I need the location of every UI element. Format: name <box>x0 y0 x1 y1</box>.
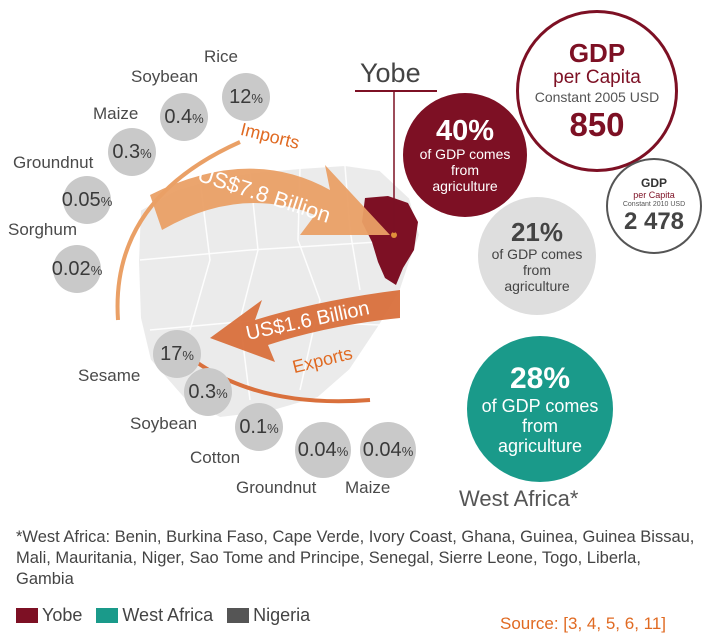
gdp-nigeria-title: GDP <box>640 176 667 190</box>
yobe-share-value: 40% <box>435 115 495 147</box>
export-crop-label: Cotton <box>190 448 241 467</box>
legend-label-west-africa: West Africa <box>122 605 214 625</box>
gdp-yobe-circle: GDP per Capita Constant 2005 USD 850 <box>516 10 678 172</box>
import-crop-circle: 0.02% <box>52 245 102 293</box>
import-crop-label: Sorghum <box>8 220 77 239</box>
footnote: *West Africa: Benin, Burkina Faso, Cape … <box>16 528 695 588</box>
legend-swatch-yobe <box>16 608 38 623</box>
export-crop-label: Soybean <box>130 414 198 433</box>
yobe-share-circle: 40% of GDP comes from agriculture <box>403 93 527 217</box>
west-africa-share-l1: of GDP comes <box>481 396 599 416</box>
yobe-label: Yobe <box>360 58 421 88</box>
import-crop-label: Soybean <box>131 67 199 86</box>
legend-label-yobe: Yobe <box>42 605 83 625</box>
nigeria-share-l1: of GDP comes <box>491 246 583 262</box>
imports-arc <box>115 140 241 321</box>
yobe-marker <box>391 232 397 238</box>
export-crop-circle: 0.04% <box>295 422 351 478</box>
west-africa-share-circle: 28% of GDP comes from agriculture <box>467 336 613 482</box>
nigeria-share-l2: from <box>523 262 551 278</box>
gdp-yobe-title: GDP <box>568 37 626 68</box>
export-crop-circle: 0.3% <box>184 368 232 416</box>
export-crop-circle: 17% <box>153 330 201 378</box>
import-crop-label: Rice <box>204 47 239 66</box>
import-crop-circle: 0.4% <box>160 93 208 141</box>
export-crop-circle: 0.1% <box>235 403 283 451</box>
import-crop-label: Groundnut <box>13 153 94 172</box>
yobe-share-l2: from <box>451 162 479 178</box>
import-crop-circle: 12% <box>222 73 270 121</box>
imports-arrow <box>150 165 390 235</box>
source-text: Source: [3, 4, 5, 6, 11] <box>500 614 667 633</box>
import-crop-circle: 0.05% <box>62 176 112 224</box>
legend-swatch-west-africa <box>96 608 119 623</box>
export-crop-label: Groundnut <box>236 478 317 497</box>
nigeria-share-circle: 21% of GDP comes from agriculture <box>478 197 596 315</box>
legend-swatch-nigeria <box>227 608 250 623</box>
gdp-nigeria-line2: per Capita <box>633 190 675 200</box>
west-africa-label: West Africa* <box>459 486 579 511</box>
west-africa-share-value: 28% <box>509 362 571 395</box>
nigeria-share-l3: agriculture <box>504 278 570 294</box>
nigeria-share-value: 21% <box>510 217 564 247</box>
yobe-share-l3: agriculture <box>432 178 498 194</box>
exports-arrow <box>210 290 400 362</box>
map-graphic <box>115 90 437 420</box>
import-crop-label: Maize <box>93 104 139 123</box>
export-crop-circle: 0.04% <box>360 422 416 478</box>
west-africa-share-l3: agriculture <box>497 436 583 456</box>
west-africa-share-l2: from <box>522 416 558 436</box>
gdp-nigeria-circle: GDP per Capita Constant 2010 USD 2 478 <box>606 158 702 254</box>
yobe-share-l1: of GDP comes <box>419 146 511 162</box>
yobe-state-shape <box>362 196 418 285</box>
legend-label-nigeria: Nigeria <box>253 605 311 625</box>
export-crop-label: Sesame <box>78 366 141 385</box>
import-crop-circle: 0.3% <box>108 128 156 176</box>
gdp-nigeria-line3: Constant 2010 USD <box>622 201 686 208</box>
gdp-nigeria-value: 2 478 <box>623 208 685 235</box>
gdp-yobe-line3: Constant 2005 USD <box>534 88 660 105</box>
legend: Yobe West Africa Nigeria <box>16 605 324 626</box>
gdp-yobe-value: 850 <box>569 105 625 143</box>
gdp-yobe-line2: per Capita <box>553 66 641 88</box>
export-crop-label: Maize <box>345 478 391 497</box>
